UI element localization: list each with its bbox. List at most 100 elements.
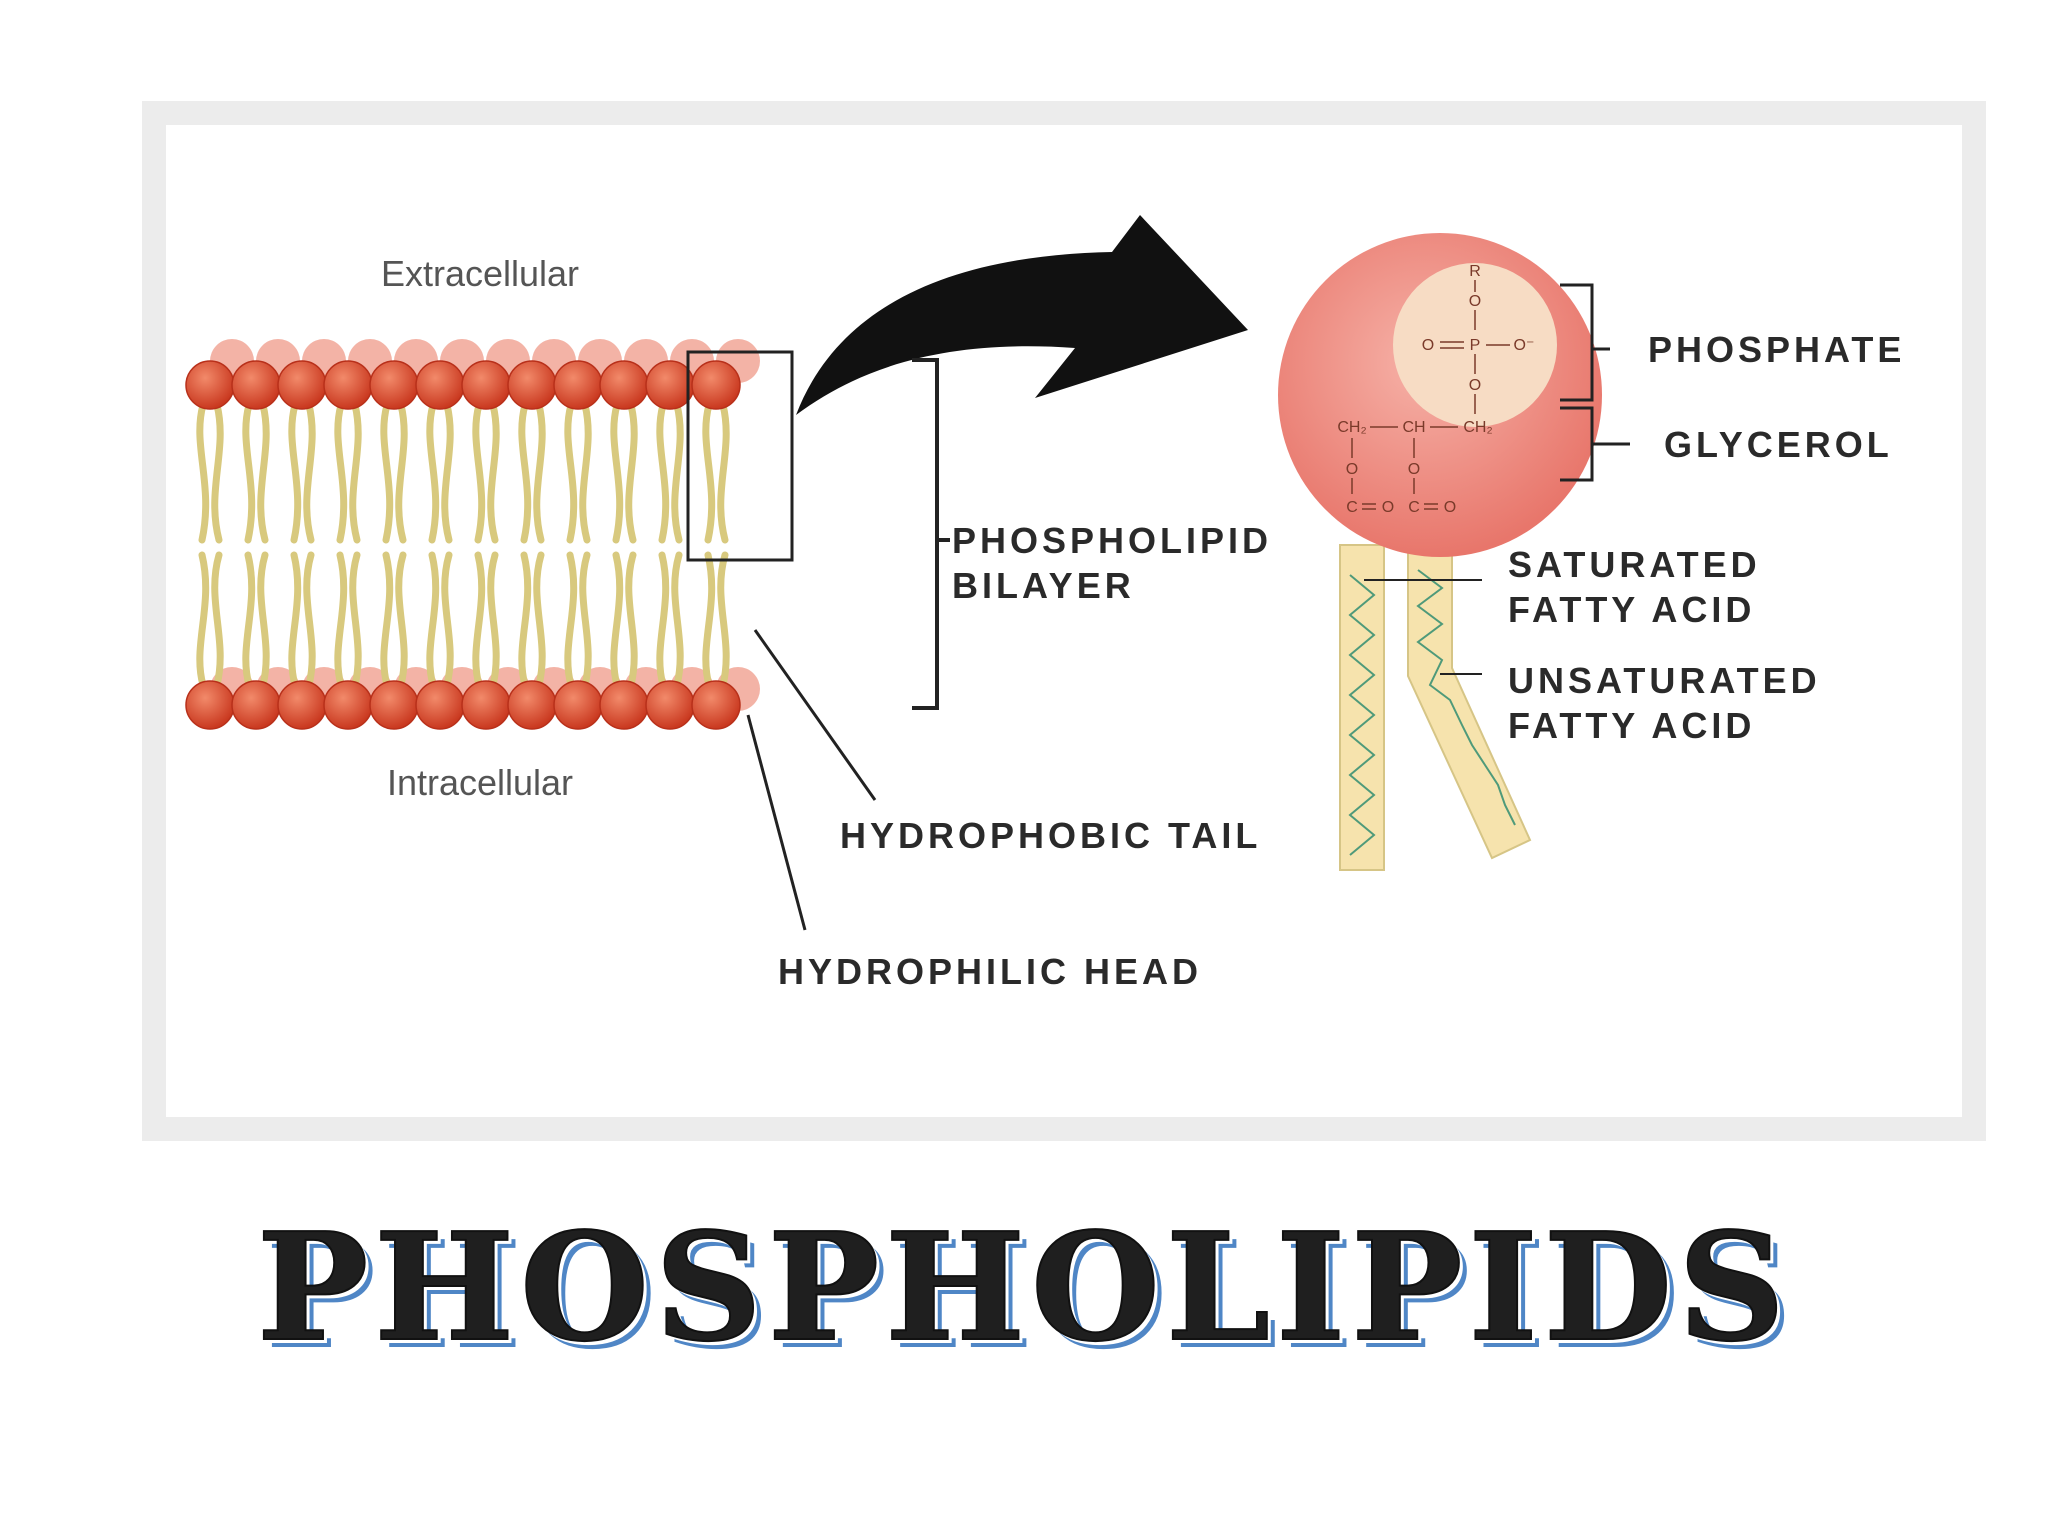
- head: [369, 680, 419, 730]
- tail: [625, 551, 638, 689]
- phosphate-bracket: [1560, 283, 1594, 402]
- head: [553, 680, 603, 730]
- tail: [257, 551, 270, 689]
- tail-pointer: [753, 629, 877, 801]
- tail: [196, 401, 210, 544]
- tail: [656, 551, 670, 689]
- tail: [303, 401, 316, 544]
- head: [231, 360, 281, 410]
- head: [645, 680, 695, 730]
- svg-text:O: O: [1469, 293, 1481, 310]
- head: [691, 360, 741, 410]
- phosphate-label: PHOSPHATE: [1648, 329, 1905, 370]
- unsaturated-label-line1: UNSATURATED: [1508, 660, 1821, 701]
- tail: [610, 401, 624, 544]
- head: [231, 680, 281, 730]
- glycerol-label: GLYCEROL: [1664, 424, 1893, 465]
- tail: [564, 551, 578, 689]
- head: [369, 360, 419, 410]
- svg-text:CH₂: CH₂: [1337, 419, 1366, 436]
- svg-text:O: O: [1444, 499, 1456, 516]
- tail: [242, 401, 256, 544]
- head: [507, 360, 557, 410]
- tail: [487, 551, 500, 689]
- svg-text:C: C: [1408, 499, 1420, 516]
- head: [277, 680, 327, 730]
- tail: [196, 551, 210, 689]
- tail: [533, 551, 546, 689]
- tail: [518, 401, 532, 544]
- tail: [349, 401, 362, 544]
- tail: [610, 551, 624, 689]
- head: [507, 680, 557, 730]
- head: [553, 360, 603, 410]
- extracellular-label: Extracellular: [381, 253, 579, 294]
- tail: [625, 401, 638, 544]
- head-pointer: [746, 714, 807, 931]
- membrane-bilayer: [185, 339, 760, 730]
- tail: [579, 551, 592, 689]
- phosphate-group: [1393, 263, 1557, 427]
- tail: [242, 551, 256, 689]
- tail: [702, 551, 716, 689]
- phospholipid-molecule: R O O P O⁻ O CH₂ CH CH₂ O C O: [1278, 233, 1602, 871]
- tail: [717, 551, 730, 689]
- unsaturated-zigzag: [1416, 569, 1516, 826]
- head: [461, 360, 511, 410]
- bilayer-label-line1: PHOSPHOLIPID: [952, 520, 1272, 561]
- chemical-structure: R O O P O⁻ O CH₂ CH CH₂ O C O: [1337, 263, 1534, 516]
- head: [415, 680, 465, 730]
- saturated-label-line2: FATTY ACID: [1508, 589, 1755, 630]
- saturated-label-line1: SATURATED: [1508, 544, 1761, 585]
- tail: [671, 401, 684, 544]
- zoom-arrow-icon: [796, 215, 1248, 415]
- tail: [441, 401, 454, 544]
- tail: [288, 401, 302, 544]
- svg-text:O⁻: O⁻: [1514, 337, 1535, 354]
- tail: [380, 401, 394, 544]
- bilayer-label-line2: BILAYER: [952, 565, 1135, 606]
- svg-text:O: O: [1382, 499, 1394, 516]
- tail: [334, 551, 348, 689]
- tail: [334, 401, 348, 544]
- head: [461, 680, 511, 730]
- tail: [380, 551, 394, 689]
- head: [185, 680, 235, 730]
- tail: [579, 401, 592, 544]
- tail: [441, 551, 454, 689]
- head: [277, 360, 327, 410]
- hydrophobic-tail-label: HYDROPHOBIC TAIL: [840, 815, 1261, 856]
- head: [323, 680, 373, 730]
- tail: [656, 401, 670, 544]
- tail: [211, 551, 224, 689]
- svg-text:R: R: [1469, 263, 1481, 280]
- tail: [472, 401, 486, 544]
- head: [599, 680, 649, 730]
- tail: [533, 401, 546, 544]
- tail: [671, 551, 684, 689]
- tail: [395, 401, 408, 544]
- tail: [349, 551, 362, 689]
- tail: [257, 401, 270, 544]
- intracellular-label: Intracellular: [387, 762, 573, 803]
- zoom-box: [686, 350, 794, 562]
- tail: [395, 551, 408, 689]
- page-title: PHOSPHOLIPIDS: [256, 1199, 1791, 1375]
- svg-text:P: P: [1470, 337, 1481, 354]
- svg-text:CH₂: CH₂: [1463, 419, 1492, 436]
- svg-text:O: O: [1346, 461, 1358, 478]
- bilayer-bracket: [912, 358, 939, 710]
- svg-text:O: O: [1422, 337, 1434, 354]
- head: [185, 360, 235, 410]
- tail: [564, 401, 578, 544]
- tail: [426, 551, 440, 689]
- head: [599, 360, 649, 410]
- tail: [303, 551, 316, 689]
- tail: [717, 401, 730, 544]
- svg-text:C: C: [1346, 499, 1358, 516]
- tail: [472, 551, 486, 689]
- tail: [426, 401, 440, 544]
- svg-text:O: O: [1469, 377, 1481, 394]
- tail: [518, 551, 532, 689]
